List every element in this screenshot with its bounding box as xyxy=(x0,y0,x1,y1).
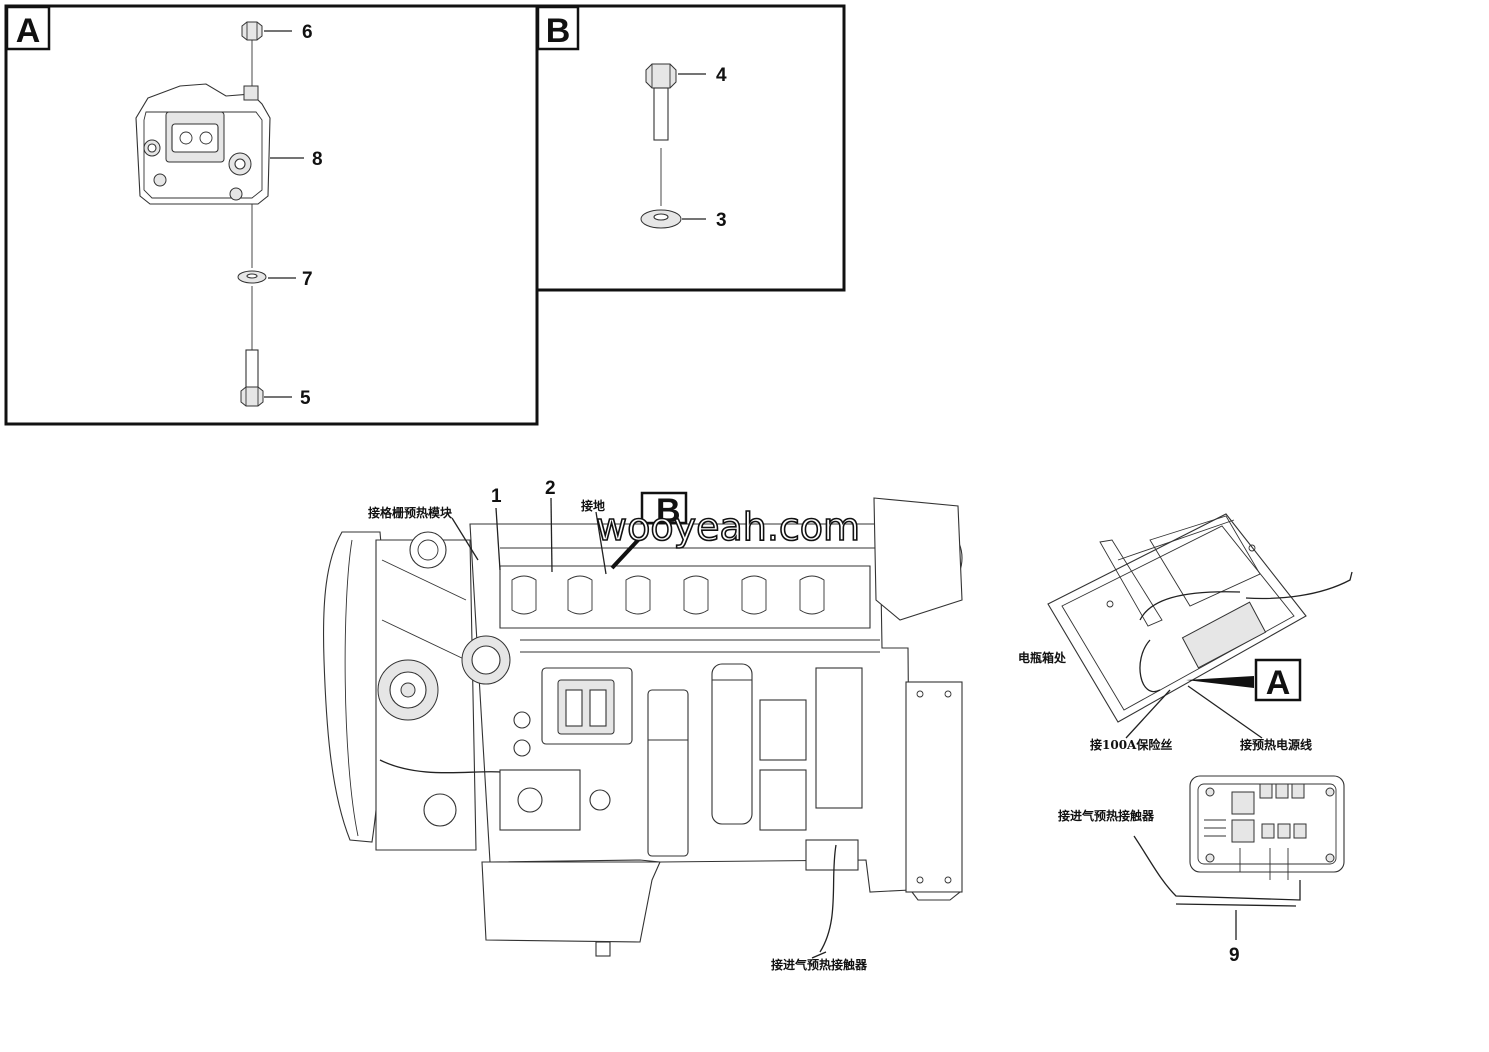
label-contactor: 接进气预热接触器 xyxy=(1058,808,1155,823)
bolt-part xyxy=(240,349,264,407)
panel-b-letter: B xyxy=(546,12,571,50)
preheat-module-part xyxy=(135,83,271,205)
label-intake-contactor: 接进气预热接触器 xyxy=(771,957,868,972)
label-preheat-power-line: 接预热电源线 xyxy=(1240,737,1312,752)
contactor-view: 9 接进气预热接触器 xyxy=(1058,775,1345,966)
callout-4: 4 xyxy=(716,65,727,86)
detail-panel-a: A xyxy=(4,4,539,426)
callout-6: 6 xyxy=(302,22,313,43)
callout-5: 5 xyxy=(300,388,311,409)
callout-3: 3 xyxy=(716,210,727,231)
callout-9: 9 xyxy=(1229,945,1240,966)
watermark-text: wooyeah.com xyxy=(596,505,860,549)
label-ground: 接地 xyxy=(581,498,605,513)
label-battery-box: 电瓶箱处 xyxy=(1018,650,1067,665)
callout-2: 2 xyxy=(545,478,556,499)
callout-1: 1 xyxy=(491,486,502,507)
panel-a-letter: A xyxy=(16,12,41,50)
engine-view: B 1 2 接地 接格栅预热模块 接进气预热接触器 xyxy=(322,478,963,972)
cylinder-row xyxy=(511,575,825,615)
nut-part xyxy=(241,21,263,41)
label-100a-fuse: 接100A保险丝 xyxy=(1090,737,1172,752)
battery-box-view: A 电瓶箱处 接100A保险丝 接预热电源线 xyxy=(1018,513,1353,752)
callout-7: 7 xyxy=(302,269,313,290)
label-grid-preheat-module: 接格栅预热模块 xyxy=(368,505,453,520)
washer-part-b xyxy=(640,209,682,229)
engine-view-b-letter: B xyxy=(656,492,681,530)
detail-panel-b: B 4 3 xyxy=(535,4,846,292)
battery-view-a-letter: A xyxy=(1266,664,1291,702)
bolt-part-b xyxy=(645,63,677,141)
callout-8: 8 xyxy=(312,149,323,170)
washer-part xyxy=(237,270,267,284)
